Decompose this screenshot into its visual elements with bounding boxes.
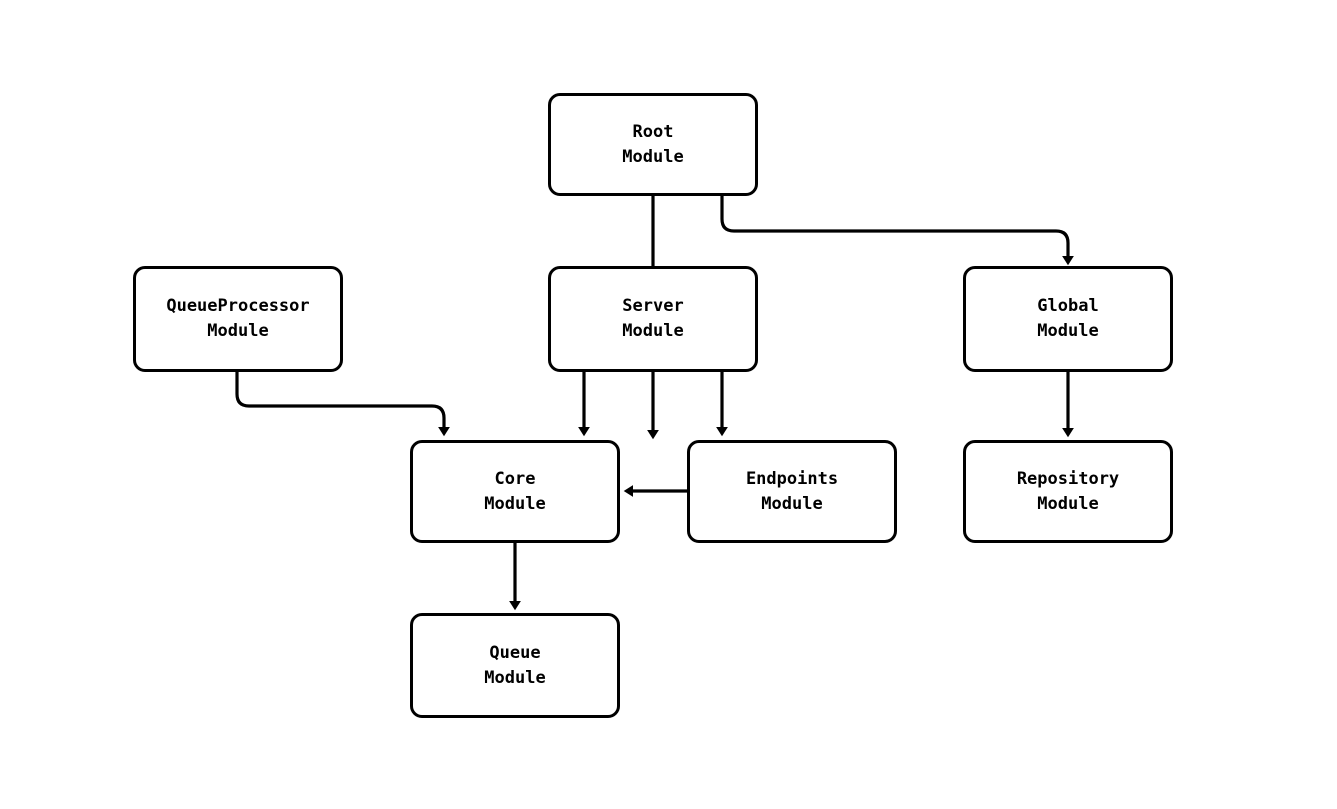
node-core[interactable]: Core Module — [410, 440, 620, 543]
node-queueprocessor-sublabel: Module — [207, 321, 269, 341]
edge-queueprocessor-to-core — [235, 372, 450, 437]
node-global-label: Global — [1037, 296, 1099, 317]
node-root[interactable]: Root Module — [548, 93, 758, 196]
node-root-label: Root — [632, 121, 674, 142]
node-repository[interactable]: Repository Module — [963, 440, 1173, 543]
node-server[interactable]: Server Module — [548, 266, 758, 372]
node-endpoints-sublabel: Module — [761, 493, 823, 514]
node-endpoints[interactable]: Endpoints Module — [687, 440, 897, 543]
node-queue[interactable]: Queue Module — [410, 613, 620, 718]
node-queue-label: Queue — [489, 642, 541, 663]
node-repository-label: Repository — [1016, 468, 1120, 489]
node-queueprocessor[interactable]: QueueProcessor Module — [133, 266, 343, 372]
node-core-sublabel: Module — [484, 493, 546, 514]
node-global-sublabel: Module — [1037, 321, 1099, 341]
node-endpoints-label: Endpoints — [745, 468, 839, 489]
node-queue-sublabel: Module — [484, 667, 546, 688]
node-queueprocessor-label: QueueProcessor — [166, 296, 310, 317]
node-global[interactable]: Global Module — [963, 266, 1173, 372]
node-repository-sublabel: Module — [1037, 493, 1099, 514]
node-server-label: Server — [622, 296, 684, 317]
node-core-label: Core — [494, 468, 536, 489]
edge-root-to-global — [720, 196, 1074, 266]
node-root-sublabel: Module — [622, 146, 684, 167]
node-server-sublabel: Module — [622, 321, 684, 341]
